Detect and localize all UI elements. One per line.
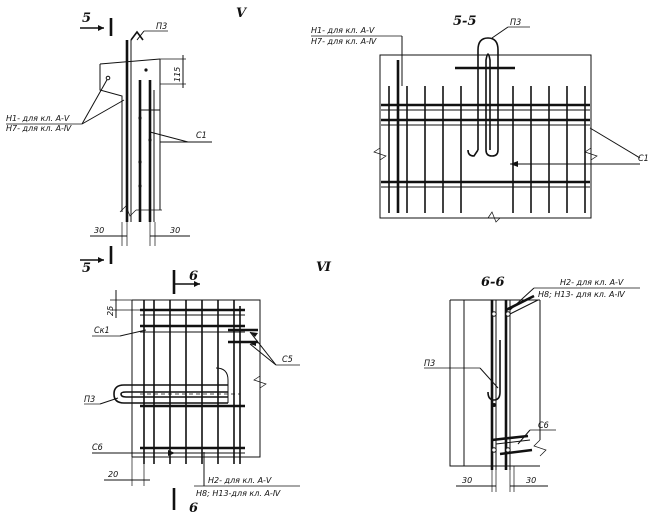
section-5-arrowhead-top (98, 25, 104, 31)
bar-dot (492, 403, 496, 407)
c1-label: С1 (638, 154, 649, 164)
section-6-6-title: 6-6 (481, 275, 505, 290)
c5-label: С5 (282, 355, 293, 365)
c6-bar (499, 448, 533, 456)
section-5-mark-bottom: 5 (82, 261, 91, 276)
c5-arrow (250, 332, 258, 337)
dim-30-right: 30 (526, 476, 536, 485)
p3-loop-foot (467, 149, 479, 157)
p3-leader (491, 26, 509, 39)
p3-label: П3 (424, 359, 435, 369)
c5-arrow (250, 341, 256, 346)
view-5: Ⅴ 5 5 П3 (6, 6, 248, 276)
bar-dot (138, 184, 142, 188)
h-leader-2 (81, 99, 125, 125)
view-6: Ⅵ 6 6 П3 (84, 260, 332, 516)
top-bar-stub (509, 299, 539, 315)
section-6-arrowhead-top (194, 281, 200, 287)
h8-label: Н8; Н13-для кл. А-Ⅳ (196, 489, 281, 498)
bar-dot (138, 160, 142, 164)
break-mark-right (584, 147, 598, 161)
c6-label: С6 (92, 443, 103, 453)
section-6-mark-top: 6 (189, 269, 198, 284)
bar-dot (148, 138, 152, 142)
p3-bend (215, 367, 229, 403)
c6-bar (495, 439, 531, 445)
section-5-5: 5-5 П3 Н1- для кл. А-Ⅴ (311, 14, 649, 223)
bar-section (491, 311, 497, 317)
p3-leader (479, 367, 499, 389)
view-5-title: Ⅴ (236, 6, 248, 21)
c6-label: С6 (538, 421, 549, 431)
dim-20: 20 (108, 470, 118, 479)
p3-loop (113, 384, 228, 404)
h7-label: Н7- для кл. А-Ⅳ (6, 124, 72, 133)
section-5-mark-top: 5 (82, 11, 91, 26)
c1-arrow (510, 161, 518, 167)
c5-leader-1 (249, 331, 277, 366)
ck1-label: Ск1 (94, 326, 110, 336)
section-5-5-outline (379, 54, 592, 219)
ck1-leader (119, 329, 147, 337)
p3-label: П3 (84, 395, 95, 405)
c6-leader (517, 429, 531, 445)
c1-leader (149, 131, 189, 143)
vertical-bars (388, 60, 586, 213)
p3-leader (99, 397, 119, 405)
section-5-arrowhead-bottom (98, 257, 104, 263)
h2-label: Н2- для кл. А-Ⅴ (208, 476, 272, 485)
h2-label: Н2- для кл. А-Ⅴ (560, 278, 624, 287)
p3-loop (477, 37, 499, 157)
c6-arrow (168, 450, 175, 456)
p3-hook (487, 340, 501, 401)
bar-dot (144, 68, 148, 72)
c6-bar (491, 434, 529, 442)
bar-section (505, 311, 511, 317)
h1-label: Н1- для кл. А-Ⅴ (6, 114, 70, 123)
p3-hook (130, 30, 144, 41)
p3-label: П3 (510, 18, 521, 28)
h7-label: Н7- для кл. А-Ⅳ (311, 37, 377, 46)
c5-leader-2 (249, 343, 277, 366)
break-mark-left (373, 147, 387, 161)
section-5-5-title: 5-5 (453, 14, 477, 29)
c1-leader-1 (589, 127, 641, 159)
h-leader-end (105, 75, 111, 81)
c1-label: С1 (196, 131, 207, 141)
column-outline-left (99, 64, 123, 212)
bar-dot (138, 116, 142, 120)
dim-25: 25 (106, 306, 115, 316)
dim-30-left: 30 (462, 476, 472, 485)
section-6-mark-bottom: 6 (189, 501, 198, 516)
top-bar-stub (505, 294, 535, 312)
column-outline-top (99, 58, 161, 65)
p3-label: П3 (156, 22, 167, 32)
dim-30-left: 30 (94, 226, 104, 235)
dim-115: 115 (173, 67, 182, 82)
view-6-title: Ⅵ (316, 260, 332, 275)
slab-outline (132, 299, 261, 458)
break-mark (253, 375, 267, 389)
h8-label: Н8; Н13- для кл. А-Ⅳ (538, 290, 625, 299)
break-mark-bottom (487, 211, 501, 223)
h2-leader (509, 287, 535, 311)
dim-30-right: 30 (170, 226, 180, 235)
p3-leader (136, 30, 145, 41)
bar-section (491, 447, 497, 453)
break-mark (533, 439, 547, 457)
h-leader-1 (81, 77, 109, 125)
section-6-6: 6-6 П3 Н2- для кл. А-Ⅴ Н8; Н13- для кл. … (424, 275, 640, 492)
h1-label: Н1- для кл. А-Ⅴ (311, 26, 375, 35)
p3-loop-inner (120, 391, 228, 398)
